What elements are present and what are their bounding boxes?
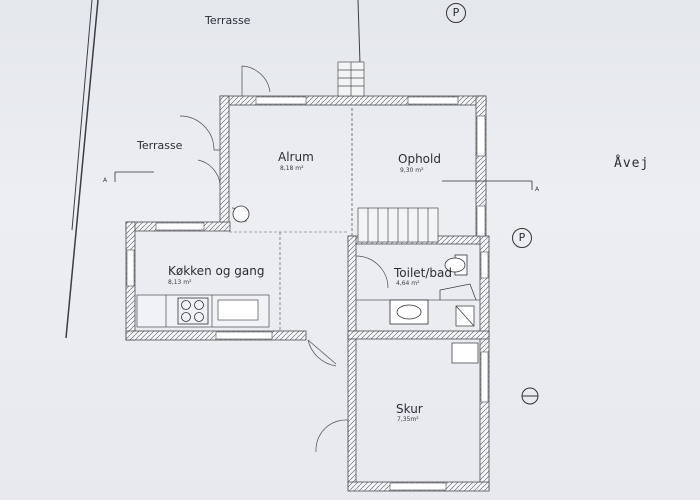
washing-machine-icon [451,342,479,364]
room-area-kokken: 8,13 m² [168,279,192,286]
shower-icon [439,283,477,327]
kitchen-counter [136,294,270,328]
windows [126,96,489,491]
terrasse-left-label: Terrasse [137,139,183,152]
stove-icon [177,297,209,325]
room-name-skur: Skur [396,402,423,416]
room-area-ophold: 9,30 m² [400,167,424,174]
toilet-icon [444,254,468,276]
room-name-kokken: Køkken og gang [168,264,265,278]
room-area-skur: 7,35m² [397,416,419,423]
section-mark-left: A [103,177,108,184]
small-circle-fixture-icon [232,205,250,223]
room-area-toilet: 4,64 m² [396,280,420,287]
doors [179,65,389,453]
section-mark-right: A [535,186,540,193]
section-line-right [442,180,533,190]
parking-icon-top: P [446,3,466,23]
room-name-ophold: Ophold [398,152,441,166]
property-boundary-lines [65,0,361,339]
section-line-left [114,171,154,182]
north-mark-icon [521,387,539,405]
sink-icon [389,299,429,325]
room-name-toilet: Toilet/bad [394,266,453,280]
staircase-exterior [337,61,365,97]
terrasse-top-label: Terrasse [205,14,251,27]
room-area-alrum: 8,18 m² [280,165,304,172]
parking-icon-mid: P [512,228,532,248]
room-name-alrum: Alrum [278,150,314,164]
staircase-interior [357,207,439,243]
street-label: Åvej [614,156,650,171]
